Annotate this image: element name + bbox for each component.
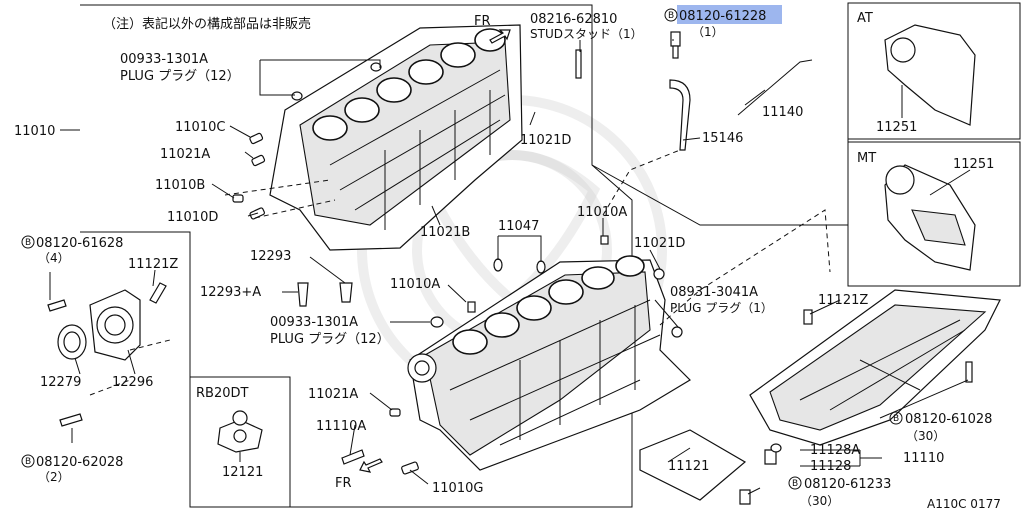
label-00933-mid: 00933-1301A — [270, 315, 358, 330]
label-00933-top: 00933-1301A — [120, 52, 208, 67]
label-11128a: 11128A — [810, 443, 860, 458]
lower-cylinder-block — [407, 255, 691, 471]
ref-code: A110C 0177 — [927, 497, 1001, 511]
label-11110: 11110 — [903, 451, 944, 466]
label-12293: 12293 — [250, 249, 291, 264]
label-plug1: PLUG プラグ（1） — [670, 301, 773, 315]
fr-label-top: FR — [474, 14, 491, 29]
label-11021d-top: 11021D — [520, 133, 571, 148]
label-11010d: 11010D — [167, 210, 218, 225]
label-08120-61228: 08120-61228 — [679, 9, 766, 24]
mt-panel — [847, 141, 1021, 287]
bolt-mark-letter-4: B — [893, 414, 899, 424]
rear-seal-assembly — [47, 282, 167, 427]
rb20dt-part — [217, 410, 263, 453]
label-qty2: （2） — [38, 470, 70, 484]
bolt-mark-icon-4 — [889, 411, 903, 425]
label-11121: 11121 — [668, 459, 709, 474]
fr-arrow-top — [489, 29, 511, 44]
label-11010g: 11010G — [432, 481, 483, 496]
label-11010c: 11010C — [175, 120, 225, 135]
label-08120-61628: 08120-61628 — [36, 236, 123, 251]
small-parts — [232, 31, 973, 505]
upper-cylinder-block — [269, 24, 523, 251]
fr-arrow-bottom — [359, 458, 383, 473]
label-08120-61233: 08120-61233 — [804, 477, 891, 492]
rb-panel-title: RB20DT — [196, 386, 249, 401]
label-qty4: （4） — [38, 251, 70, 265]
label-11021b: 11021B — [420, 225, 470, 240]
label-11251-at: 11251 — [876, 120, 917, 135]
label-plug12-mid: PLUG プラグ（12） — [270, 332, 390, 347]
label-11021a-bottom: 11021A — [308, 387, 358, 402]
label-11121z-left: 11121Z — [128, 257, 178, 272]
search-highlight — [677, 5, 782, 24]
bolt-mark-letter: B — [668, 11, 674, 21]
label-plug12-top: PLUG プラグ（12） — [120, 69, 240, 84]
fr-label-bottom: FR — [335, 476, 352, 491]
label-12279: 12279 — [40, 375, 81, 390]
label-stud: STUDスタッド（1） — [530, 27, 643, 41]
label-11010a-left: 11010A — [390, 277, 440, 292]
label-12293a: 12293+A — [200, 285, 261, 300]
label-11110a: 11110A — [316, 419, 366, 434]
mt-plate — [884, 164, 976, 271]
label-08120-62028: 08120-62028 — [36, 455, 123, 470]
label-11010b: 11010B — [155, 178, 205, 193]
label-11021a-top: 11021A — [160, 147, 210, 162]
at-plate — [884, 24, 976, 126]
bolt-mark-letter-3: B — [25, 457, 31, 467]
label-12121: 12121 — [222, 465, 263, 480]
bolt-mark-letter-2: B — [25, 238, 31, 248]
at-panel — [847, 2, 1021, 140]
label-08216: 08216-62810 — [530, 12, 617, 27]
rb20dt-panel — [189, 376, 291, 508]
label-qty1-top: （1） — [692, 25, 724, 39]
label-11010: 11010 — [14, 124, 55, 139]
bolt-mark-icon-2 — [21, 235, 35, 249]
label-qty30-right: （30） — [906, 429, 945, 443]
oil-pan-gasket — [639, 429, 747, 501]
label-11251-mt: 11251 — [953, 157, 994, 172]
at-panel-title: AT — [857, 11, 873, 26]
mt-panel-title: MT — [857, 151, 876, 166]
label-08931: 08931-3041A — [670, 285, 758, 300]
label-12296: 12296 — [112, 375, 153, 390]
note-text: （注）表記以外の構成部品は非販売 — [103, 16, 311, 32]
label-qty30-bottom: （30） — [800, 494, 839, 508]
label-11140: 11140 — [762, 105, 803, 120]
bolt-mark-icon — [664, 8, 678, 22]
oil-pan — [749, 289, 1001, 446]
label-11010a-right: 11010A — [577, 205, 627, 220]
label-11128: 11128 — [810, 459, 851, 474]
label-11121z-right: 11121Z — [818, 293, 868, 308]
leader-lines — [49, 39, 971, 495]
bolt-mark-icon-5 — [788, 476, 802, 490]
label-11021d-right: 11021D — [634, 236, 685, 251]
bolt-mark-letter-5: B — [792, 479, 798, 489]
dashed-guides — [89, 149, 831, 396]
label-15146: 15146 — [702, 131, 743, 146]
label-11047: 11047 — [498, 219, 539, 234]
bolt-mark-icon-3 — [21, 454, 35, 468]
label-08120-61028: 08120-61028 — [905, 412, 992, 427]
